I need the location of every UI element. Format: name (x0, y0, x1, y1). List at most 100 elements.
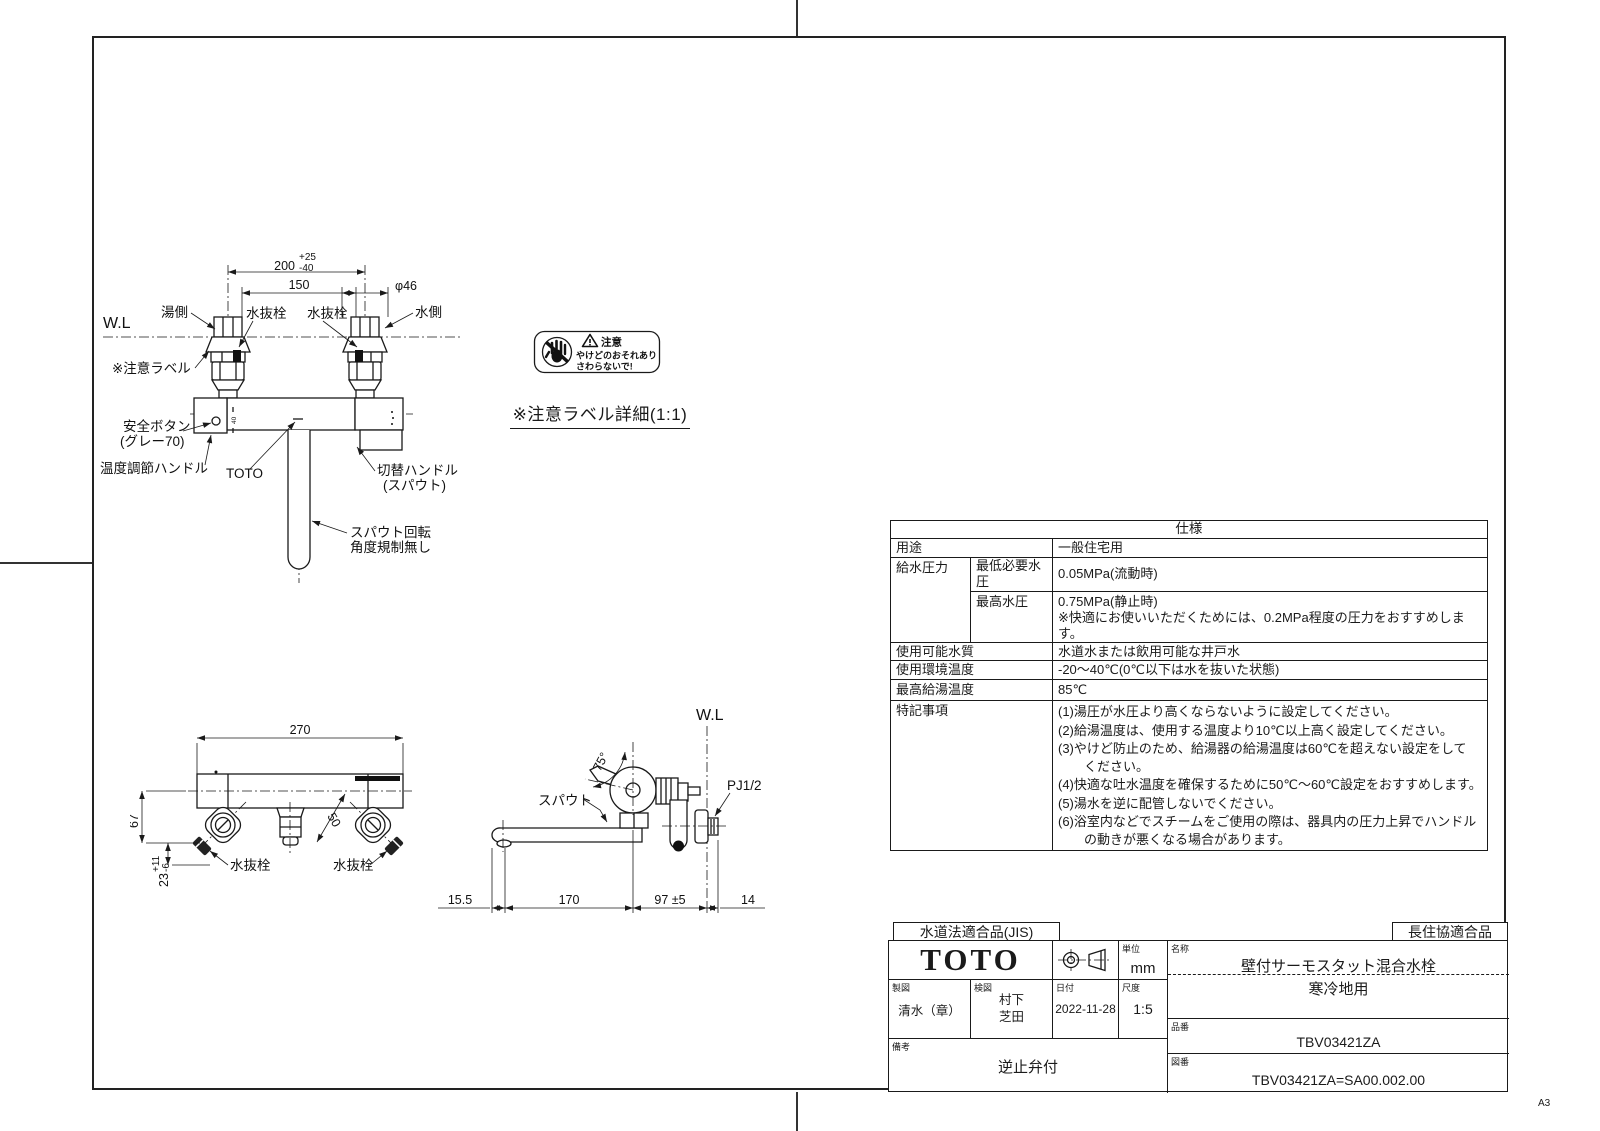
centermark-top (796, 0, 798, 36)
centermark-bottom (796, 1092, 798, 1131)
spout-note-label-1: スパウト回転 (350, 525, 431, 540)
drain-left-label: 水抜栓 (246, 306, 287, 321)
scale-value: 1:5 (1133, 1001, 1153, 1017)
wl-label: W.L (696, 707, 724, 724)
switch-handle-label-1: 切替ハンドル (377, 463, 458, 478)
spec-note-line: (2)給湯温度は、使用する温度より10℃以上高く設定してください。 (1058, 722, 1453, 738)
date-label: 日付 (1056, 983, 1075, 993)
top-view-drawing: 270 (130, 723, 412, 887)
drain-valve-right (349, 801, 404, 856)
warning-triangle-icon (581, 333, 599, 348)
spec-use-label: 用途 (890, 538, 1053, 558)
spec-note-line: (3)やけど防止のため、給湯器の給湯温度は60℃を超えない設定をして (1058, 740, 1467, 756)
title-block: 水道法適合品(JIS) 長住協適合品 TOTO 単位 mm 名称 壁付サーモスタ… (888, 922, 1509, 1093)
drain-plug-left (233, 350, 241, 362)
table-row: 最高水圧 0.75MPa(静止時) ※快適にお使いいただくためには、0.2MPa… (891, 590, 1488, 644)
caution-line2: さわらないで! (576, 362, 633, 372)
drain-right-label: 水抜栓 (307, 306, 348, 321)
spec-note-line: (1)湯圧が水圧より高くならないように設定してください。 (1058, 704, 1398, 720)
spec-note-line: (6)浴室内などでスチームをご使用の際は、器具内の圧力上昇でハンドル (1058, 814, 1477, 830)
dim-200-tol-dn: -40 (299, 263, 314, 274)
unit-label: 単位 (1122, 944, 1141, 954)
side-view-drawing: W.L 75° スパウト PJ1/2 (438, 707, 765, 913)
dim-270: 270 (290, 723, 311, 737)
name-cell: 名称 壁付サーモスタット混合水栓 (1168, 941, 1509, 975)
scale-cell: 尺度 1:5 (1119, 980, 1168, 1039)
unit-cell: 単位 mm (1119, 941, 1168, 980)
drafted-value: 清水（章） (898, 1003, 961, 1018)
drain-plug-right (355, 350, 363, 362)
toto-logo: TOTO (920, 942, 1021, 977)
drain-right-label: 水抜栓 (333, 858, 374, 873)
spec-maxtemp-value: 85℃ (1052, 679, 1488, 702)
spec-maxtemp-label: 最高給湯温度 (890, 679, 1053, 702)
safety-button-label-1: 安全ボタン (123, 418, 191, 434)
caution-label-detail: 注意 やけどのおそれあり さわらないで! (533, 330, 661, 374)
dim-23-tol-dn: -6 (161, 863, 172, 872)
spout-label: スパウト (538, 793, 592, 808)
dim-67: 67 (130, 814, 141, 828)
spec-pressure-label: 給水圧力 (890, 556, 971, 644)
spec-note-line: (4)快適な吐水温度を確保するために50℃〜60℃設定をおすすめします。 (1058, 777, 1482, 793)
cold-valve (342, 316, 388, 399)
cold-side-label: 水側 (415, 305, 442, 320)
projection-symbol-cell (1053, 941, 1119, 980)
part-no-label: 品番 (1171, 1022, 1190, 1032)
dim-14: 14 (741, 893, 755, 907)
product-name: 壁付サーモスタット混合水栓 (1240, 958, 1436, 975)
dim-50: 50 (324, 811, 343, 830)
caution-line1: やけどのおそれあり (576, 350, 657, 361)
third-angle-projection-icon (1058, 948, 1112, 972)
no-touch-icon (541, 336, 573, 368)
dwg-no-cell: 図番 TBV03421ZA=SA00.002.00 (1168, 1054, 1509, 1093)
spout-stub (276, 807, 305, 846)
spec-pmax-note: ※快適にお使いいただくためには、0.2MPa程度の圧力をおすすめします。 (1058, 609, 1465, 641)
name-region-cell: 寒冷地用 (1168, 975, 1509, 1019)
spec-pmin-value: 0.05MPa(流動時) (1052, 557, 1488, 592)
date-value: 2022-11-28 (1055, 1002, 1116, 1016)
dim-15-5: 15.5 (448, 893, 472, 907)
title-block-main: TOTO 単位 mm 名称 壁付サーモスタット混合水栓 寒冷地用 製図 (888, 940, 1509, 1093)
spec-use-value: 一般住宅用 (1052, 538, 1488, 558)
dim-170: 170 (559, 893, 580, 907)
switch-handle-label-2: (スパウト) (383, 478, 446, 493)
drain-valve-left (192, 801, 247, 856)
dim-200: 200 (274, 259, 295, 273)
spec-table: 仕様 用途 一般住宅用 給水圧力 最低必要水圧 0.05MPa(流動時) 最高水… (890, 520, 1488, 851)
drafted-cell: 製図 清水（章） (889, 980, 971, 1039)
dim-23: 23 (157, 873, 171, 887)
dwg-no-label: 図番 (1171, 1057, 1190, 1067)
valve-body-side (655, 777, 719, 852)
spec-pmax-value: 0.75MPa(静止時) (1058, 593, 1158, 609)
switch-handle-shape (354, 397, 404, 431)
temp-handle-shape (193, 397, 228, 434)
safety-button-shape (211, 416, 221, 426)
remarks-label: 備考 (892, 1042, 911, 1052)
dwg-no-value: TBV03421ZA=SA00.002.00 (1251, 1071, 1426, 1088)
chojukyo-compliance-tab: 長住協適合品 (1392, 922, 1508, 940)
checked-value-1: 村下 (998, 992, 1024, 1007)
hot-side-label: 湯側 (161, 304, 188, 320)
centermark-left (0, 562, 92, 564)
thread-label: PJ1/2 (727, 778, 762, 793)
spout-note-label-2: 角度規制無し (350, 540, 431, 555)
table-row: 最高給湯温度 85℃ (890, 679, 1488, 702)
temp-handle-label: 温度調節ハンドル (100, 461, 208, 476)
spec-note-line: (5)湯水を逆に配管しないでください。 (1058, 795, 1282, 811)
remarks-value: 逆止弁付 (997, 1058, 1058, 1076)
checked-value-2: 芝田 (998, 1010, 1024, 1024)
spec-notes-label: 特記事項 (890, 700, 1053, 851)
spout-joint (589, 765, 657, 829)
checked-label: 検図 (974, 983, 993, 993)
caution-warn-text: 注意 (601, 336, 622, 349)
scale-label: 尺度 (1122, 983, 1141, 993)
dim-150: 150 (289, 278, 310, 292)
handle-mark-40: 40 (231, 416, 238, 424)
spec-note-line: ください。 (1058, 759, 1150, 775)
part-no-value: TBV03421ZA (1296, 1034, 1381, 1050)
table-row: 使用可能水質 水道水または飲用可能な井戸水 (890, 642, 1488, 662)
date-cell: 日付 2022-11-28 (1053, 980, 1119, 1039)
name-label: 名称 (1171, 944, 1190, 954)
spec-ambient-value: -20〜40℃(0℃以下は水を抜いた状態) (1052, 660, 1488, 681)
dim-200-tol-up: +25 (299, 252, 316, 263)
